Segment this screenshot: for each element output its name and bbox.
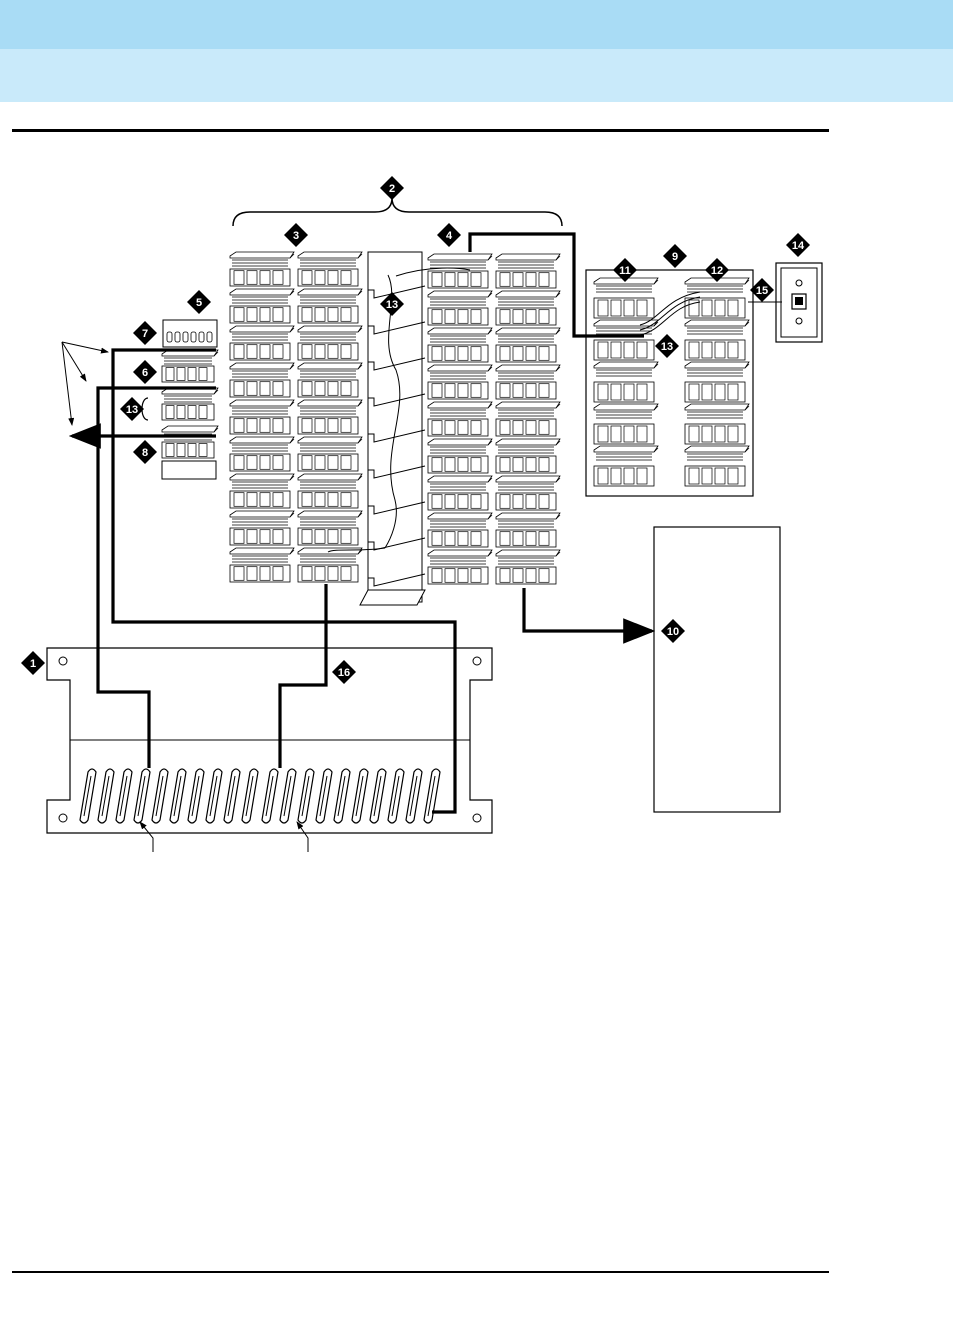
- svg-text:2: 2: [389, 183, 395, 195]
- connecting-block: [496, 550, 560, 584]
- connecting-block: [162, 350, 218, 382]
- connecting-block: [230, 474, 294, 508]
- callout-9: 9: [663, 244, 687, 268]
- connecting-block: [685, 446, 749, 486]
- svg-text:9: 9: [672, 251, 678, 263]
- connecting-block: [428, 476, 492, 510]
- connecting-block: [496, 328, 560, 362]
- connecting-block: [428, 328, 492, 362]
- svg-text:11: 11: [619, 265, 631, 277]
- connecting-block: [428, 291, 492, 325]
- connecting-block: [230, 326, 294, 360]
- column-brace: [233, 198, 562, 226]
- connecting-block: [298, 437, 362, 471]
- connecting-block: [496, 254, 560, 288]
- item-14-wall-jack: [776, 263, 822, 342]
- svg-text:12: 12: [711, 265, 723, 277]
- connecting-block: [496, 365, 560, 399]
- svg-text:13: 13: [386, 299, 398, 311]
- connecting-block: [496, 439, 560, 473]
- svg-text:15: 15: [756, 285, 768, 297]
- callout-4: 4: [437, 223, 461, 247]
- connecting-block: [298, 326, 362, 360]
- svg-text:3: 3: [293, 230, 299, 242]
- connecting-block: [298, 289, 362, 323]
- connecting-block: [496, 402, 560, 436]
- connecting-block: [685, 404, 749, 444]
- connecting-block: [298, 363, 362, 397]
- connecting-block: [594, 404, 658, 444]
- connecting-block: [230, 400, 294, 434]
- svg-text:16: 16: [338, 667, 350, 679]
- left-connecting-blocks: [162, 350, 218, 458]
- callout-8: 8: [133, 440, 157, 464]
- connecting-block: [428, 513, 492, 547]
- svg-text:1: 1: [30, 658, 36, 670]
- item-10-box: [654, 527, 780, 812]
- item-1-connector-panel: [47, 648, 492, 833]
- connecting-block: [162, 388, 218, 420]
- svg-text:5: 5: [196, 297, 202, 309]
- callout-6: 6: [133, 360, 157, 384]
- connecting-block: [594, 446, 658, 486]
- callout-2: 2: [380, 176, 404, 200]
- svg-text:6: 6: [142, 367, 148, 379]
- connecting-block: [230, 289, 294, 323]
- connecting-block: [496, 291, 560, 325]
- connecting-block: [298, 400, 362, 434]
- svg-text:13: 13: [126, 404, 138, 416]
- connecting-block: [298, 252, 362, 286]
- connecting-block: [298, 548, 362, 582]
- connecting-block: [230, 437, 294, 471]
- connecting-block: [162, 426, 218, 458]
- connecting-block: [594, 320, 658, 360]
- left-block-base: [162, 461, 216, 479]
- connecting-block: [230, 548, 294, 582]
- callout-7: 7: [133, 321, 157, 345]
- connecting-block: [428, 365, 492, 399]
- connecting-block: [685, 320, 749, 360]
- connecting-block: [428, 439, 492, 473]
- callout-1: 1: [21, 651, 45, 675]
- svg-text:13: 13: [661, 341, 673, 353]
- connecting-block: [428, 402, 492, 436]
- svg-text:4: 4: [446, 230, 453, 242]
- callout-13: 13: [120, 397, 144, 421]
- connecting-block: [298, 474, 362, 508]
- connecting-block: [685, 362, 749, 402]
- callout-3: 3: [284, 223, 308, 247]
- connecting-block: [594, 278, 658, 318]
- connecting-block: [230, 252, 294, 286]
- connecting-block: [428, 254, 492, 288]
- svg-text:8: 8: [142, 447, 148, 459]
- connecting-block: [496, 476, 560, 510]
- callout-5: 5: [187, 290, 211, 314]
- connecting-block: [496, 513, 560, 547]
- connecting-block: [230, 511, 294, 545]
- svg-text:10: 10: [667, 626, 679, 638]
- svg-text:7: 7: [142, 328, 148, 340]
- callout-14: 14: [786, 233, 810, 257]
- connecting-block: [230, 363, 294, 397]
- svg-text:14: 14: [792, 240, 805, 252]
- connecting-block: [428, 550, 492, 584]
- connecting-block: [594, 362, 658, 402]
- connecting-block: [298, 511, 362, 545]
- item-5-protector: [163, 320, 217, 347]
